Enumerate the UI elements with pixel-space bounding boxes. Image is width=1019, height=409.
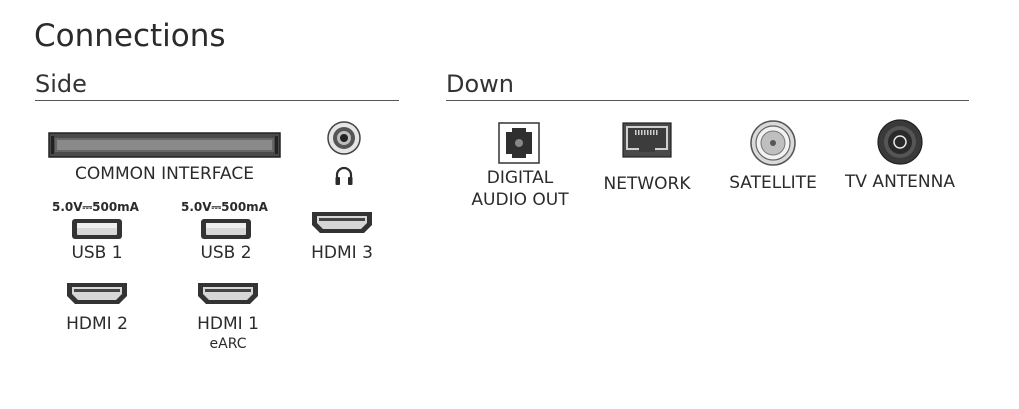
hdmi-port-icon [198, 283, 258, 304]
page-title: Connections [34, 18, 226, 54]
tv-antenna-label: TV ANTENNA [845, 172, 955, 192]
down-divider [446, 100, 969, 101]
headphones-icon [335, 166, 353, 185]
hdmi1-label: HDMI 1 [197, 314, 259, 334]
hdmi-port-icon [312, 212, 372, 233]
usb2-label: USB 2 [200, 243, 252, 263]
ethernet-port-icon [622, 122, 672, 158]
common-interface-label: COMMON INTERFACE [75, 164, 254, 184]
hdmi1-earc-label: eARC [209, 336, 247, 352]
section-side-heading: Side [35, 70, 87, 98]
satellite-label: SATELLITE [729, 173, 817, 193]
side-divider [35, 100, 399, 101]
optical-audio-port-icon [498, 122, 540, 164]
hdmi2-label: HDMI 2 [66, 314, 128, 334]
usb-port-icon [72, 219, 122, 239]
satellite-port-icon [750, 120, 796, 166]
hdmi-port-icon [67, 283, 127, 304]
usb-port-icon [201, 219, 251, 239]
hdmi3-label: HDMI 3 [311, 243, 373, 263]
digital-audio-label-line2: AUDIO OUT [471, 190, 569, 210]
network-label: NETWORK [603, 174, 691, 194]
headphone-jack-icon [327, 121, 361, 155]
section-down-heading: Down [446, 70, 515, 98]
digital-audio-label-line1: DIGITAL [486, 168, 554, 188]
tv-antenna-port-icon [877, 119, 923, 165]
usb1-spec: 5.0V⎓500mA [52, 200, 139, 214]
usb2-spec: 5.0V⎓500mA [181, 200, 268, 214]
usb1-label: USB 1 [71, 243, 123, 263]
common-interface-slot-icon [48, 132, 281, 158]
